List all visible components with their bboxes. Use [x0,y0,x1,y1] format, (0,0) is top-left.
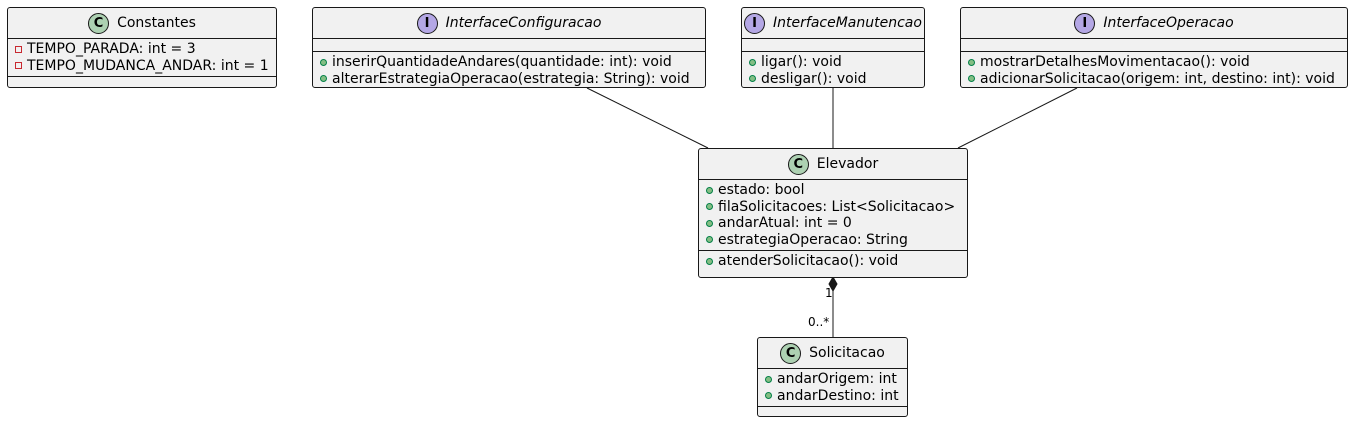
public-icon [320,58,327,66]
attributes-section [313,39,705,52]
attributes-section: andarOrigem: int andarDestino: int [758,369,907,407]
interface-configuracao[interactable]: I InterfaceConfiguracao inserirQuantidad… [312,7,706,88]
attribute-text: andarAtual: int = 0 [718,215,852,232]
attribute-row: TEMPO_PARADA: int = 3 [8,41,276,58]
attributes-section [742,39,924,52]
attributes-section: TEMPO_PARADA: int = 3 TEMPO_MUDANCA_ANDA… [8,39,276,77]
class-constantes[interactable]: C Constantes TEMPO_PARADA: int = 3 TEMPO… [7,7,277,88]
class-solicitacao[interactable]: C Solicitacao andarOrigem: int andarDest… [757,337,908,417]
composition-diamond [828,275,838,293]
interface-manutencao[interactable]: I InterfaceManutencao ligar(): void desl… [741,7,925,88]
edge-configuracao-elevador [586,87,709,149]
class-name: Solicitacao [809,345,885,361]
method-row: inserirQuantidadeAndares(quantidade: int… [313,54,705,71]
method-row: adicionarSolicitacao(origem: int, destin… [961,71,1347,88]
public-icon [749,58,756,66]
public-icon [706,203,713,211]
attribute-row: andarDestino: int [758,388,907,405]
public-icon [706,186,713,194]
methods-section: mostrarDetalhesMovimentacao(): void adic… [961,52,1347,89]
class-name: InterfaceConfiguracao [445,15,602,31]
class-name: InterfaceManutencao [773,15,922,31]
class-header: I InterfaceManutencao [742,8,924,39]
public-icon [749,75,756,83]
attribute-row: andarAtual: int = 0 [699,215,967,232]
interface-operacao[interactable]: I InterfaceOperacao mostrarDetalhesMovim… [960,7,1348,88]
methods-section: ligar(): void desligar(): void [742,52,924,89]
method-text: inserirQuantidadeAndares(quantidade: int… [332,54,672,71]
private-icon [15,62,22,70]
class-elevador[interactable]: C Elevador estado: bool filaSolicitacoes… [698,148,968,278]
attribute-text: andarOrigem: int [777,371,897,388]
class-badge-icon: C [787,153,809,175]
public-icon [706,236,713,244]
class-badge-icon: C [780,342,802,364]
attribute-text: filaSolicitacoes: List<Solicitacao> [718,198,956,215]
attribute-text: estado: bool [718,182,805,199]
method-text: atenderSolicitacao(): void [718,253,899,270]
interface-badge-icon: I [416,12,438,34]
attribute-text: andarDestino: int [777,387,899,404]
multiplicity-part: 0..* [808,315,829,329]
class-name: Constantes [117,15,196,31]
class-header: I InterfaceOperacao [961,8,1347,39]
attribute-text: TEMPO_PARADA: int = 3 [27,41,196,58]
attributes-section: estado: bool filaSolicitacoes: List<Soli… [699,180,967,251]
edge-operacao-elevador [957,87,1078,149]
method-row: mostrarDetalhesMovimentacao(): void [961,54,1347,71]
class-badge-icon: C [88,12,110,34]
private-icon [15,45,22,53]
methods-section: inserirQuantidadeAndares(quantidade: int… [313,52,705,89]
attribute-row: andarOrigem: int [758,371,907,388]
method-text: mostrarDetalhesMovimentacao(): void [980,54,1250,71]
method-text: alterarEstrategiaOperacao(estrategia: St… [332,70,690,87]
public-icon [765,392,772,400]
public-icon [968,75,975,83]
attribute-row: estrategiaOperacao: String [699,232,967,249]
interface-badge-icon: I [1074,12,1096,34]
multiplicity-whole: 1 [825,286,833,300]
method-row: ligar(): void [742,54,924,71]
public-icon [968,58,975,66]
method-row: desligar(): void [742,71,924,88]
class-header: I InterfaceConfiguracao [313,8,705,39]
method-text: ligar(): void [761,54,842,71]
class-name: Elevador [816,156,879,172]
public-icon [706,257,713,265]
class-header: C Constantes [8,8,276,39]
methods-section [758,407,907,419]
method-row: atenderSolicitacao(): void [699,253,967,270]
public-icon [320,75,327,83]
class-header: C Elevador [699,149,967,180]
attribute-row: filaSolicitacoes: List<Solicitacao> [699,199,967,216]
attribute-row: TEMPO_MUDANCA_ANDAR: int = 1 [8,58,276,75]
methods-section: atenderSolicitacao(): void [699,251,967,272]
attribute-text: TEMPO_MUDANCA_ANDAR: int = 1 [27,57,269,74]
attribute-row: estado: bool [699,182,967,199]
method-text: adicionarSolicitacao(origem: int, destin… [980,70,1335,87]
interface-badge-icon: I [744,12,766,34]
class-header: C Solicitacao [758,338,907,369]
methods-section [8,77,276,89]
class-name: InterfaceOperacao [1103,15,1234,31]
attributes-section [961,39,1347,52]
method-text: desligar(): void [761,70,867,87]
public-icon [765,375,772,383]
method-row: alterarEstrategiaOperacao(estrategia: St… [313,71,705,88]
public-icon [706,219,713,227]
attribute-text: estrategiaOperacao: String [718,231,908,248]
